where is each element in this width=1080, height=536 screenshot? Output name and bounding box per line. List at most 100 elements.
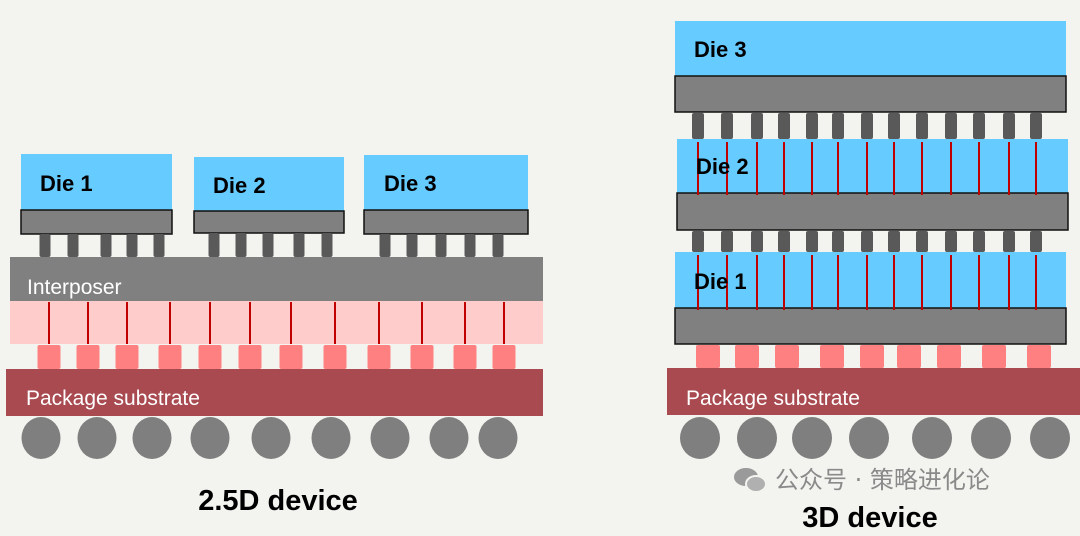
- c4-bump: [696, 345, 720, 368]
- micro-bump: [406, 234, 418, 257]
- c4-bump: [897, 345, 921, 368]
- c4-bump: [410, 345, 434, 369]
- die-3-base: [674, 75, 1067, 113]
- micro-bump: [806, 113, 818, 139]
- micro-bump: [945, 231, 957, 252]
- micro-bump: [39, 234, 51, 257]
- c4-bump: [323, 345, 347, 369]
- c4-bump: [198, 345, 222, 369]
- die-2: [677, 139, 1068, 193]
- micro-bump: [1030, 231, 1042, 252]
- micro-bump: [492, 234, 504, 257]
- substrate-label-3d: Package substrate: [686, 387, 860, 410]
- micro-bump: [208, 233, 220, 257]
- interposer-label: Interposer: [27, 276, 122, 299]
- solder-ball: [971, 417, 1011, 459]
- micro-bump: [916, 113, 928, 139]
- solder-ball: [132, 417, 172, 459]
- die-3-label-2-5d: Die 3: [384, 171, 437, 196]
- package-substrate: [6, 369, 543, 416]
- micro-bump: [100, 234, 112, 257]
- substrate-label-2-5d: Package substrate: [26, 387, 200, 410]
- micro-bump: [1003, 113, 1015, 139]
- micro-bump: [721, 113, 733, 139]
- micro-bump: [751, 231, 763, 252]
- die-1-label-3d: Die 1: [694, 269, 747, 294]
- c4-bump: [238, 345, 262, 369]
- solder-ball: [1030, 417, 1070, 459]
- c4-bump: [115, 345, 139, 369]
- solder-ball: [792, 417, 832, 459]
- die-2-label-3d: Die 2: [696, 154, 749, 179]
- solder-ball: [190, 417, 230, 459]
- micro-bump: [692, 113, 704, 139]
- c4-bump: [158, 345, 182, 369]
- solder-ball: [370, 417, 410, 459]
- micro-bump: [973, 231, 985, 252]
- die-1: [675, 252, 1066, 308]
- c4-bump: [492, 345, 516, 369]
- interposer: [10, 257, 543, 301]
- die-1-base: [20, 209, 173, 235]
- c4-bump: [775, 345, 799, 368]
- micro-bump: [778, 231, 790, 252]
- die-1: [21, 154, 172, 210]
- micro-bump: [379, 234, 391, 257]
- die-2-label-2-5d: Die 2: [213, 173, 266, 198]
- wechat-icon: [734, 468, 767, 493]
- micro-bump: [888, 231, 900, 252]
- micro-bump: [692, 231, 704, 252]
- micro-bump: [1030, 113, 1042, 139]
- micro-bump: [464, 234, 476, 257]
- solder-ball: [680, 417, 720, 459]
- micro-bump: [751, 113, 763, 139]
- diagram-2-5d: [6, 154, 543, 459]
- micro-bump: [67, 234, 79, 257]
- tsv-region: [10, 301, 543, 344]
- die-3-base: [363, 209, 529, 235]
- c4-bump: [279, 345, 303, 369]
- solder-ball: [429, 417, 469, 459]
- micro-bump: [888, 113, 900, 139]
- micro-bump: [721, 231, 733, 252]
- micro-bump: [153, 234, 165, 257]
- watermark-text: 公众号 · 策略进化论: [775, 466, 990, 494]
- die-1-base: [674, 307, 1067, 345]
- solder-ball: [311, 417, 351, 459]
- die-3: [364, 155, 528, 210]
- micro-bump: [321, 233, 333, 257]
- c4-bump: [982, 345, 1006, 368]
- c4-bump: [453, 345, 477, 369]
- micro-bump: [832, 231, 844, 252]
- solder-ball: [737, 417, 777, 459]
- micro-bump: [235, 233, 247, 257]
- package-substrate: [667, 368, 1080, 415]
- solder-ball: [478, 417, 518, 459]
- micro-bump: [1003, 231, 1015, 252]
- die-2-base: [193, 210, 345, 234]
- micro-bump: [832, 113, 844, 139]
- micro-bump: [861, 113, 873, 139]
- c4-bump: [820, 345, 844, 368]
- c4-bump: [367, 345, 391, 369]
- caption-2-5d: 2.5D device: [198, 485, 358, 517]
- micro-bump: [778, 113, 790, 139]
- solder-ball: [77, 417, 117, 459]
- caption-3d: 3D device: [802, 502, 937, 534]
- c4-bump: [860, 345, 884, 368]
- diagram-3d: [667, 21, 1080, 459]
- c4-bump: [937, 345, 961, 368]
- solder-ball: [849, 417, 889, 459]
- solder-ball: [21, 417, 61, 459]
- micro-bump: [806, 231, 818, 252]
- micro-bump: [973, 113, 985, 139]
- micro-bump: [861, 231, 873, 252]
- micro-bump: [126, 234, 138, 257]
- c4-bump: [37, 345, 61, 369]
- micro-bump: [262, 233, 274, 257]
- die-3-label-3d: Die 3: [694, 37, 747, 62]
- micro-bump: [916, 231, 928, 252]
- solder-ball: [251, 417, 291, 459]
